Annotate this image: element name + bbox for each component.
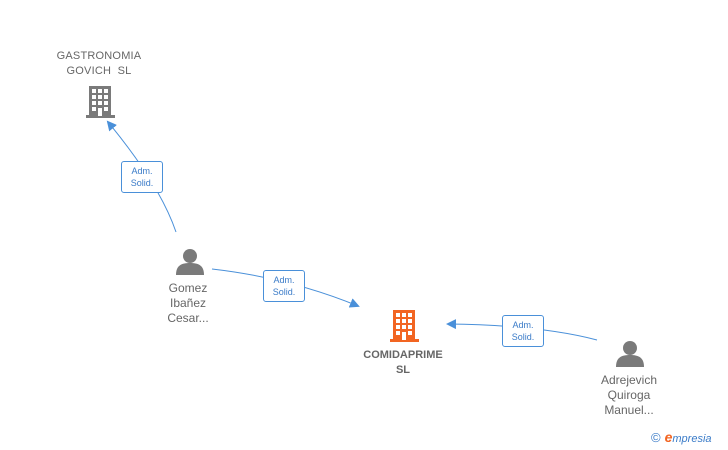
person-label-adrejevich[interactable]: Adrejevich Quiroga Manuel... [584, 373, 674, 418]
edge-role-line: Adm. [131, 166, 153, 176]
person-label-gomez[interactable]: Gomez Ibañez Cesar... [148, 281, 228, 326]
building-icon[interactable] [86, 86, 115, 118]
company-name-line: GOVICH SL [66, 65, 132, 77]
brand-logo-text: mpresia [672, 433, 712, 445]
edge-role-badge[interactable]: Adm. Solid. [121, 161, 163, 193]
person-name-line: Ibañez [169, 296, 207, 310]
person-name-line: Manuel... [604, 403, 654, 417]
edge-role-line: Solid. [272, 287, 296, 297]
edge-role-line: Solid. [511, 332, 535, 342]
person-name-line: Gomez [168, 281, 208, 295]
company-name-line: GASTRONOMIA [56, 50, 142, 62]
person-icon[interactable] [176, 249, 204, 275]
person-icon[interactable] [616, 341, 644, 367]
edge-role-line: Solid. [130, 178, 154, 188]
brand-watermark: ©empresia [651, 429, 712, 447]
person-name-line: Cesar... [167, 311, 209, 325]
edge-role-badge[interactable]: Adm. Solid. [263, 270, 305, 302]
company-name-line: SL [395, 364, 411, 376]
copyright-symbol: © [651, 430, 661, 445]
company-label-gastronomia[interactable]: GASTRONOMIA GOVICH SL [40, 49, 158, 79]
person-name-line: Quiroga [607, 388, 651, 402]
company-label-comidaprime[interactable]: COMIDAPRIME SL [344, 348, 462, 378]
company-name-line: COMIDAPRIME [363, 349, 443, 361]
building-icon[interactable] [390, 310, 419, 342]
edge-role-badge[interactable]: Adm. Solid. [502, 315, 544, 347]
person-name-line: Adrejevich [600, 373, 658, 387]
edge-role-line: Adm. [512, 320, 534, 330]
edge-role-line: Adm. [273, 275, 295, 285]
brand-logo-initial: e [664, 429, 673, 445]
